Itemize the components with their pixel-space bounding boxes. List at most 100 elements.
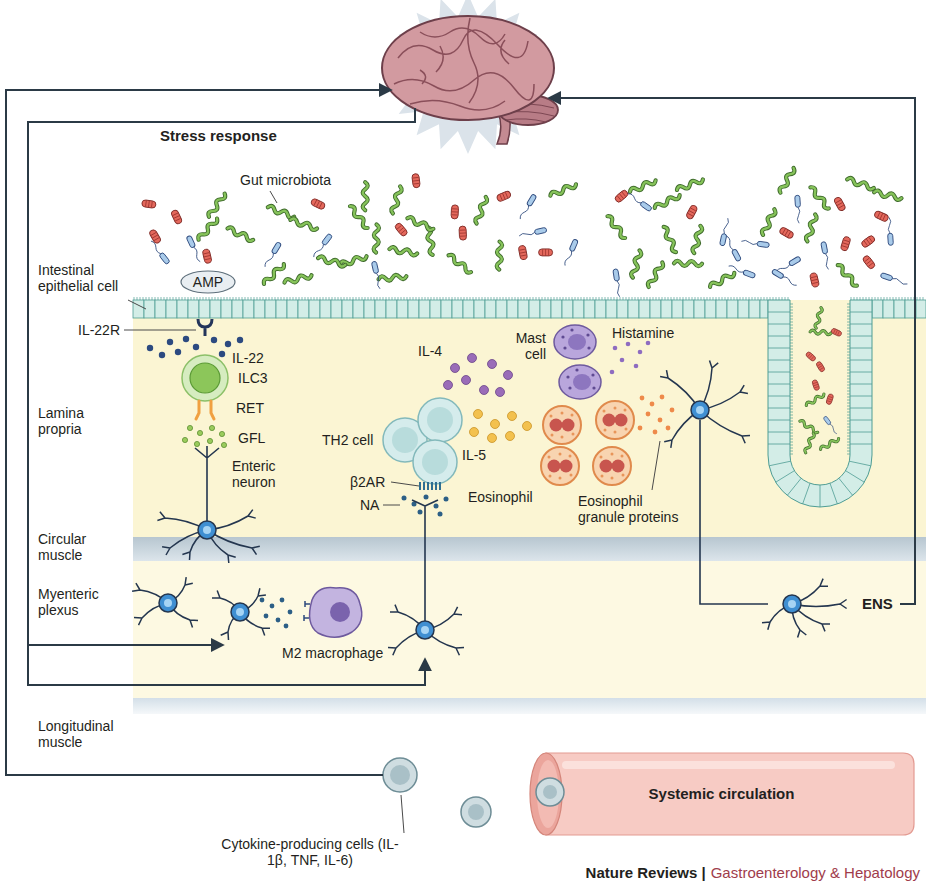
bacterium-outline: [809, 186, 831, 210]
gfl-dot: [194, 441, 199, 446]
bacterium-body: [378, 274, 406, 282]
bacterium: [810, 272, 820, 287]
bacterium-outline: [692, 225, 703, 253]
epithelial-cell: [595, 300, 606, 318]
bacterium-outline: [805, 214, 818, 242]
bacterium: [674, 261, 702, 266]
bacterium: [197, 217, 219, 241]
bacterium: [676, 177, 704, 192]
node-text: AMP: [193, 274, 223, 290]
bacterium-outline: [290, 217, 318, 230]
bacterium-body: [406, 216, 434, 231]
node-text: Systemic circulation: [649, 785, 795, 803]
eosinophil-granule: [601, 475, 604, 478]
lamina-propria-region: [133, 300, 926, 538]
epithelial-cell: [760, 300, 768, 318]
flagellum: [375, 273, 382, 289]
bacterium: [202, 249, 212, 264]
mast-granule: [570, 328, 573, 331]
bacterium: [761, 208, 777, 236]
bacterium-body: [371, 261, 379, 274]
epithelial-cell: [496, 300, 507, 318]
vessel-wall: [546, 753, 914, 835]
epithelial-cell: [276, 300, 287, 318]
bacterium-body: [389, 247, 417, 256]
mast-granule: [561, 335, 564, 338]
bacterium-body: [809, 186, 831, 210]
il5-dot: [523, 422, 532, 431]
bacterium-body: [202, 249, 212, 264]
bacterium-body: [812, 379, 820, 391]
bacterium: [795, 195, 802, 223]
bacterium: [207, 192, 227, 218]
il4-dot: [504, 371, 513, 380]
bacterium: [846, 177, 874, 190]
myenteric-plexus-region: [133, 561, 926, 698]
bacterium-outline: [836, 263, 859, 287]
eosinophil-granule: [559, 477, 562, 480]
mast-granule: [563, 346, 566, 349]
bacterium: [826, 393, 834, 405]
axon: [195, 446, 219, 521]
il4-dot: [488, 360, 497, 369]
bacterium-body: [816, 361, 826, 373]
bacterium: [778, 167, 796, 194]
bacterium-outline: [390, 186, 402, 214]
epithelial-cell: [916, 300, 926, 318]
histamine-dot: [613, 346, 618, 351]
eosinophil-nucleus: [562, 419, 575, 432]
na-dot: [444, 497, 449, 502]
neuron-body: [159, 594, 177, 612]
bacterium-body: [805, 351, 816, 362]
eosinophil-granule: [611, 477, 614, 480]
bacterium-stripes: [145, 200, 152, 208]
bacterium-body: [390, 186, 402, 214]
bacterium: [831, 328, 843, 337]
il22-dot: [225, 341, 231, 347]
bacterium-body: [518, 245, 528, 260]
region-label: Intestinal epithelial cell: [38, 262, 126, 294]
flagellum: [313, 243, 325, 258]
bacterium-body: [674, 261, 702, 266]
flagellum: [782, 276, 797, 287]
bacterium-body: [374, 224, 379, 252]
bacterium-body: [840, 236, 851, 251]
bacterium: [363, 182, 368, 210]
bacterium-outline: [674, 261, 702, 266]
eosinophil-cell: [541, 447, 579, 485]
eosinophil-nucleus: [600, 460, 613, 473]
mast-granule: [568, 386, 571, 389]
histamine-dot: [646, 341, 651, 346]
mediator-label: Eosinophil granule proteins: [578, 493, 690, 525]
bacterium: [720, 218, 731, 246]
gfl-dot: [207, 438, 212, 443]
bacterium: [840, 236, 851, 251]
bacterium: [779, 226, 795, 239]
flagellum: [616, 281, 621, 297]
mast-granule: [591, 373, 594, 376]
cytokine-cell: [383, 758, 417, 792]
mast-granule: [592, 386, 595, 389]
bacterium-outline: [814, 307, 822, 328]
epithelial-cell: [694, 300, 705, 318]
gfl-dot: [187, 425, 192, 430]
bacterium-outline: [374, 224, 379, 252]
bacterium-body: [549, 182, 577, 198]
bacterium-body: [170, 209, 182, 225]
granule-protein-dot: [646, 412, 651, 417]
histamine-dot: [610, 370, 615, 375]
th2-cell: [413, 440, 457, 484]
neuron-body: [691, 401, 709, 419]
epithelial-cell: [573, 300, 584, 318]
epithelial-cell: [408, 300, 419, 318]
histamine-dot: [634, 364, 639, 369]
flagellum: [564, 250, 573, 266]
bacterium-body: [451, 205, 459, 219]
histamine-dot: [620, 358, 625, 363]
granule-protein-dot: [640, 396, 645, 401]
epithelial-cell: [419, 300, 430, 318]
na-dot: [402, 496, 407, 501]
il22-dot: [167, 339, 173, 345]
eosinophil-granule: [572, 433, 575, 436]
